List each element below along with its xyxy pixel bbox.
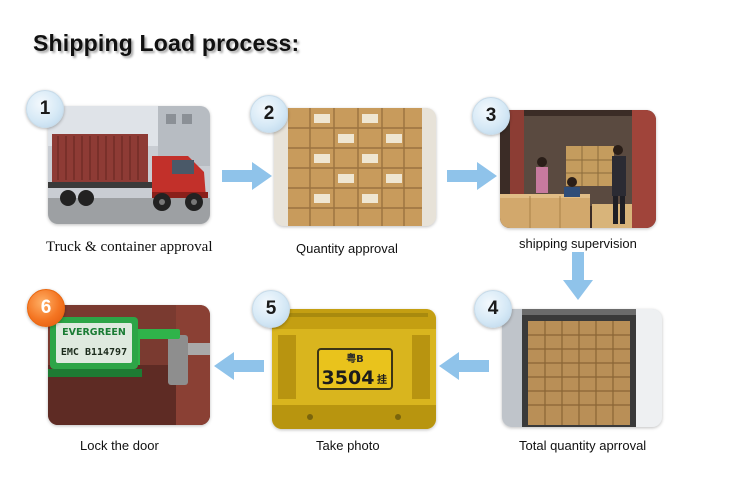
truck-photo-icon: [48, 106, 210, 224]
cartons-photo-icon: [274, 108, 436, 226]
page-title: Shipping Load process:: [33, 30, 300, 56]
step-1-caption: Truck & container approval: [46, 239, 213, 255]
loading-photo-icon: [500, 110, 656, 228]
seal-code-text: EMC B114797: [61, 347, 127, 358]
step-6-badge: 6: [27, 289, 65, 327]
step-5-photo: 粤B 3504 挂: [272, 309, 436, 429]
step-3-photo: [500, 110, 656, 228]
step-4-photo: [502, 309, 662, 427]
arrow-left-icon: [439, 352, 489, 380]
step-3-caption: shipping supervision: [519, 236, 637, 251]
plate-suffix-text: 挂: [377, 373, 387, 386]
plate-photo-icon: 粤B 3504 挂: [272, 309, 436, 429]
plate-number-text: 3504: [322, 367, 375, 389]
step-2-caption: Quantity approval: [296, 241, 398, 256]
step-5-caption: Take photo: [316, 438, 380, 453]
arrow-left-icon: [214, 352, 264, 380]
step-5-badge: 5: [252, 290, 290, 328]
step-6-photo: EVERGREEN EMC B114797: [48, 305, 210, 425]
step-1-photo: [48, 106, 210, 224]
step-6-caption: Lock the door: [80, 438, 159, 453]
step-1-badge: 1: [26, 90, 64, 128]
step-2-badge: 2: [250, 95, 288, 133]
arrow-down-icon: [563, 252, 593, 300]
step-4-badge: 4: [474, 290, 512, 328]
container-full-photo-icon: [502, 309, 662, 427]
step-2-photo: [274, 108, 436, 226]
seal-photo-icon: EVERGREEN EMC B114797: [48, 305, 210, 425]
seal-brand-text: EVERGREEN: [62, 327, 126, 338]
arrow-right-icon: [222, 162, 272, 190]
arrow-right-icon: [447, 162, 497, 190]
step-4-caption: Total quantity aprroval: [519, 438, 647, 453]
step-3-badge: 3: [472, 97, 510, 135]
plate-top-text: 粤B: [346, 352, 364, 365]
